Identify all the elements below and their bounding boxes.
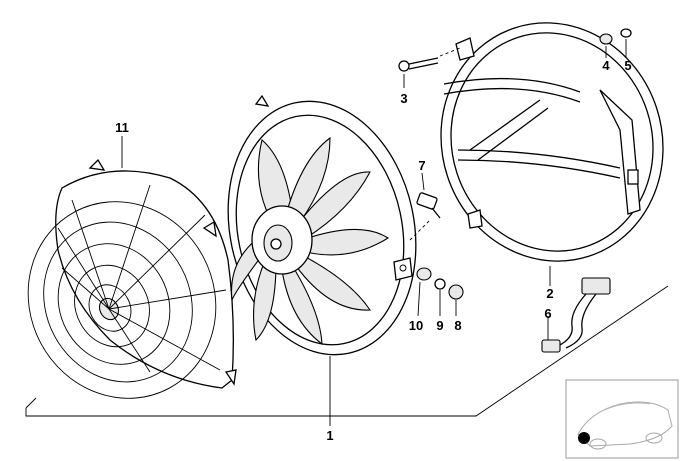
washer-9[interactable] [434,278,446,290]
screw-3[interactable] [398,57,439,72]
callout-6: 6 [544,306,551,321]
callout-3: 3 [400,91,407,106]
vehicle-location-thumbnail [565,379,679,459]
fan-shroud-frame[interactable] [410,0,680,353]
resistor-block [581,277,611,295]
callout-11: 11 [115,120,129,135]
callout-8: 8 [454,318,461,333]
connector-plug [541,339,561,353]
callout-2: 2 [546,286,553,301]
leader-lines [121,39,627,426]
bushing-10[interactable] [416,267,432,281]
assembly-bracket-lines [25,285,669,417]
callout-1: 1 [326,428,333,443]
callout-10: 10 [409,318,423,333]
nut-8[interactable] [448,284,464,300]
callout-5: 5 [624,58,631,73]
callout-4: 4 [602,58,610,73]
callout-labels: 11 1 2 3 4 5 6 7 8 9 10 [115,58,631,443]
fan-guard-grille[interactable] [0,158,250,431]
fan-assembly[interactable] [205,84,438,373]
callout-9: 9 [436,318,443,333]
wire-harness [557,293,587,347]
callout-7: 7 [418,158,425,173]
nut-5[interactable] [620,28,632,38]
location-marker-dot [578,432,590,444]
bolt-7[interactable] [416,192,441,219]
grommet-4[interactable] [599,33,613,45]
